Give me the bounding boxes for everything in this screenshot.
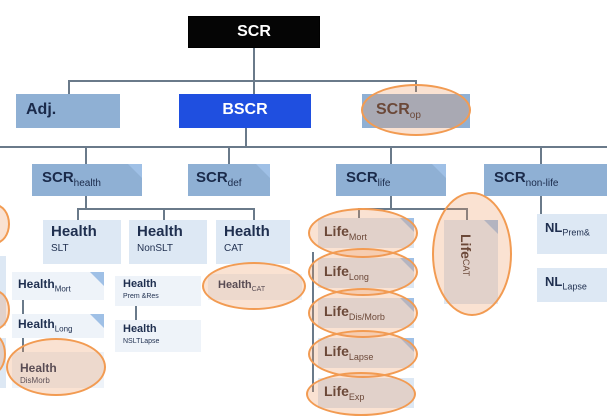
connector xyxy=(68,80,70,94)
scr-nonlife-node: SCRnon-life xyxy=(484,164,607,196)
nl-prem-main: NL xyxy=(545,220,563,235)
connector xyxy=(77,208,255,210)
scr-nonlife-main: SCR xyxy=(494,169,526,186)
health-cat-node: Health CAT xyxy=(216,220,290,264)
health-mort-node: HealthMort xyxy=(12,272,104,300)
connector xyxy=(22,300,24,314)
connector xyxy=(358,208,468,210)
nl-lapse-sub: Lapse xyxy=(562,281,587,292)
highlight-ring xyxy=(432,192,512,316)
cutoff-node xyxy=(0,256,6,326)
health-slt-main: Health xyxy=(51,223,97,240)
highlight-ring xyxy=(308,330,418,378)
nl-prem-sub: Prem& xyxy=(562,227,590,238)
health-long-node: HealthLong xyxy=(12,314,104,338)
health-premres-sub: Prem &Res xyxy=(123,293,159,300)
highlight-ring xyxy=(0,290,10,330)
highlight-ring xyxy=(202,262,306,310)
connector xyxy=(540,146,542,164)
connector xyxy=(228,146,230,164)
connector xyxy=(390,146,392,164)
nl-lapse-node: NLLapse xyxy=(537,268,607,302)
bscr-node: BSCR xyxy=(179,94,311,128)
scr-def-sub: def xyxy=(227,178,242,189)
connector xyxy=(390,196,392,208)
health-premres-main: Health xyxy=(123,278,157,290)
scr-health-main: SCR xyxy=(42,169,74,186)
connector xyxy=(163,208,165,220)
health-nonslt-sub: NonSLT xyxy=(137,243,173,254)
connector xyxy=(85,196,87,208)
scr-hierarchy-diagram: SCR Adj. BSCR SCRop SCRhealth SCRdef SCR… xyxy=(0,16,607,416)
corner-fold xyxy=(90,272,104,286)
health-premres-node: Health Prem &Res xyxy=(115,276,201,306)
scr-root-node: SCR xyxy=(188,16,320,48)
scr-def-node: SCRdef xyxy=(188,164,270,196)
health-mort-sub: Mort xyxy=(54,284,71,294)
corner-fold xyxy=(128,164,142,178)
health-nsltlapse-main: Health xyxy=(123,323,157,335)
connector xyxy=(77,208,79,220)
corner-fold xyxy=(256,164,270,178)
connector xyxy=(85,146,87,164)
scr-health-node: SCRhealth xyxy=(32,164,142,196)
scr-life-main: SCR xyxy=(346,169,378,186)
bscr-label: BSCR xyxy=(222,101,268,118)
health-long-main: Health xyxy=(18,317,55,331)
connector xyxy=(245,128,247,146)
adj-node: Adj. xyxy=(16,94,120,128)
health-cat-sub: CAT xyxy=(224,243,244,254)
scr-root-label: SCR xyxy=(237,23,271,40)
connector xyxy=(253,208,255,220)
scr-life-node: SCRlife xyxy=(336,164,446,196)
scr-nonlife-sub: non-life xyxy=(525,178,559,189)
health-nonslt-node: Health NonSLT xyxy=(129,220,207,264)
nl-lapse-main: NL xyxy=(545,274,563,289)
highlight-ring xyxy=(0,204,10,244)
health-slt-node: Health SLT xyxy=(43,220,121,264)
health-mort-main: Health xyxy=(18,277,55,291)
health-nsltlapse-node: Health NSLTLapse xyxy=(115,320,201,352)
nl-prem-node: NLPrem& xyxy=(537,214,607,254)
scr-def-main: SCR xyxy=(196,169,228,186)
adj-label: Adj. xyxy=(26,101,57,118)
connector xyxy=(135,306,137,320)
health-cat-main: Health xyxy=(224,223,270,240)
highlight-ring xyxy=(306,372,416,416)
health-slt-sub: SLT xyxy=(51,243,69,254)
connector xyxy=(68,80,416,82)
corner-fold xyxy=(432,164,446,178)
scr-health-sub: health xyxy=(73,178,101,189)
connector xyxy=(0,146,607,148)
connector xyxy=(540,196,542,214)
health-nsltlapse-sub: NSLTLapse xyxy=(123,338,160,345)
health-nonslt-main: Health xyxy=(137,223,183,240)
health-long-sub: Long xyxy=(54,324,73,334)
corner-fold xyxy=(90,314,104,328)
scr-life-sub: life xyxy=(377,178,391,189)
highlight-ring xyxy=(361,84,471,136)
connector xyxy=(253,48,255,94)
highlight-ring xyxy=(6,338,106,396)
